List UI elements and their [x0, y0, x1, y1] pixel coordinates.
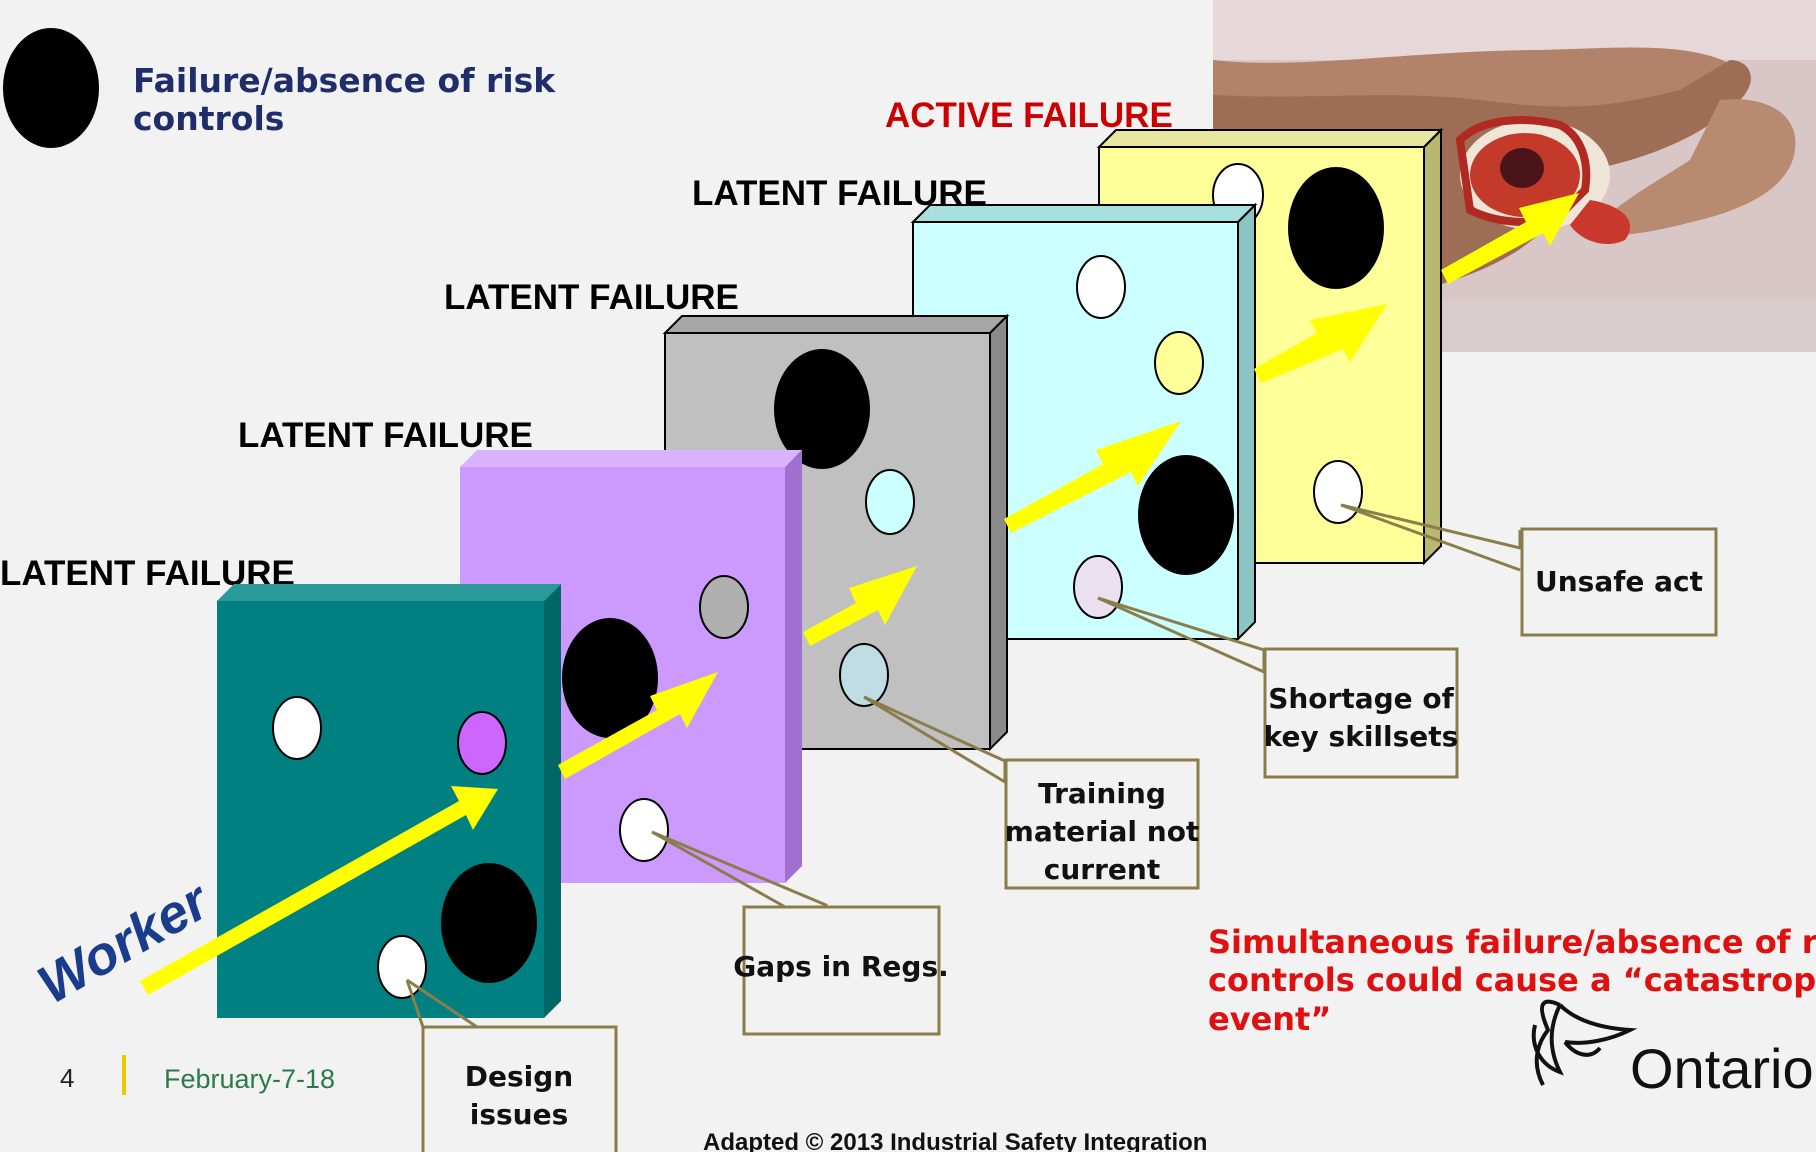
slice-active-failure: [1096, 127, 1444, 566]
legend-text-line1: Failure/absence of risk: [133, 61, 556, 100]
svg-text:Unsafe act: Unsafe act: [1535, 565, 1703, 598]
svg-text:Training: Training: [1038, 777, 1166, 810]
latent-failure-label-2: LATENT FAILURE: [238, 416, 533, 455]
footer-credit: Adapted © 2013 Industrial Safety Integra…: [703, 1129, 1207, 1152]
callout-gaps-in-regs: Gaps in Regs.: [733, 905, 949, 1036]
latent-failure-label-3: LATENT FAILURE: [444, 278, 739, 317]
callout-design-issues: Design issues: [421, 1025, 618, 1152]
svg-text:Gaps in Regs.: Gaps in Regs.: [733, 950, 949, 983]
callout-shortage-of-key-skillsets: Shortage of key skillsets: [1263, 647, 1459, 779]
arrow-segment-6: [1441, 193, 1579, 284]
callout-unsafe-act: Unsafe act: [1520, 527, 1718, 637]
slice-latent-failure-4: [910, 202, 1258, 642]
svg-text:key skillsets: key skillsets: [1264, 720, 1459, 753]
ontario-logo-text: Ontario: [1630, 1037, 1814, 1100]
svg-text:current: current: [1044, 853, 1160, 886]
svg-text:material not: material not: [1005, 815, 1200, 848]
arrow-segment-3: [803, 566, 917, 646]
callout-training-material: Training material not current: [1004, 758, 1200, 890]
footer-date: February-7-18: [164, 1064, 335, 1094]
arrow-segment-5: [1254, 304, 1387, 383]
worker-label: Worker: [28, 869, 221, 1015]
page-number: 4: [60, 1063, 74, 1093]
svg-text:Shortage of: Shortage of: [1268, 682, 1454, 715]
arrow-segment-1: [140, 786, 498, 995]
legend-text-line2: controls: [133, 99, 284, 138]
arrow-segment-2: [558, 672, 718, 779]
active-failure-label: ACTIVE FAILURE: [885, 96, 1173, 135]
message-line1: Simultaneous failure/absence of risk: [1208, 923, 1816, 961]
trillium-icon: [1531, 999, 1638, 1086]
slice-latent-failure-1: [217, 584, 561, 1018]
message-line2: controls could cause a “catastrophic: [1208, 961, 1816, 999]
arrow-segment-4: [1004, 421, 1181, 533]
legend-black-hole-icon: [3, 28, 99, 148]
trajectory-arrows: [140, 193, 1579, 995]
footer-divider: [122, 1055, 126, 1095]
svg-text:issues: issues: [470, 1098, 569, 1131]
svg-text:Design: Design: [465, 1060, 573, 1093]
message-line3: event”: [1208, 1000, 1331, 1038]
